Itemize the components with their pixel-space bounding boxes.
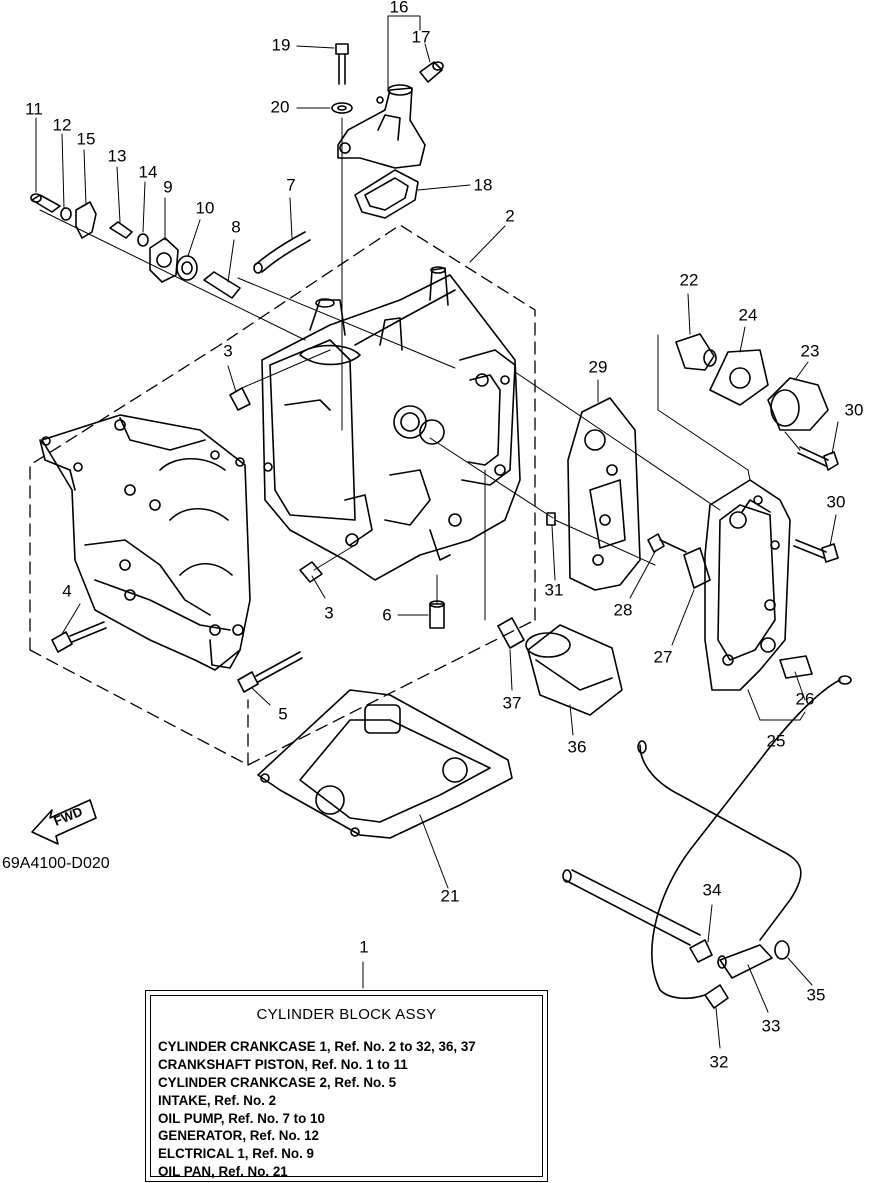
callout-7: 7 xyxy=(286,175,295,194)
gasket-24-part xyxy=(709,349,769,406)
bolt-30a-part xyxy=(797,446,839,471)
bolt-4-part xyxy=(51,621,107,653)
legend-lines: CYLINDER CRANKCASE 1, Ref. No. 2 to 32, … xyxy=(158,1038,476,1181)
legend-inner-frame: CYLINDER BLOCK ASSY CYLINDER CRANKCASE 1… xyxy=(150,995,543,1179)
callout-17: 17 xyxy=(412,27,431,46)
callout-25: 25 xyxy=(767,731,786,750)
callout-12: 12 xyxy=(53,115,72,134)
bolt-28-part xyxy=(647,533,687,553)
callout-9: 9 xyxy=(163,177,172,196)
bolt-5-part xyxy=(237,651,303,693)
legend-line: ELCTRICAL 1, Ref. No. 9 xyxy=(158,1146,314,1162)
dowel-3b-part xyxy=(299,561,323,583)
callout-3b: 3 xyxy=(324,603,333,622)
legend-line: GENERATOR, Ref. No. 12 xyxy=(158,1128,319,1144)
head-gasket-part xyxy=(567,397,641,591)
legend-line: CYLINDER CRANKCASE 2, Ref. No. 5 xyxy=(158,1074,397,1090)
washer-20-part xyxy=(331,102,353,114)
stud-37-part xyxy=(497,617,525,649)
callout-26: 26 xyxy=(796,689,815,708)
callout-2: 2 xyxy=(505,206,514,225)
leader-lines xyxy=(35,15,839,1049)
clip-35-part xyxy=(774,940,790,960)
pin-31-part xyxy=(546,512,556,526)
callout-30a: 30 xyxy=(845,400,864,419)
callout-32: 32 xyxy=(710,1052,729,1071)
anode-27-part xyxy=(683,547,711,589)
plug-17-part xyxy=(419,61,444,83)
legend-line: INTAKE, Ref. No. 2 xyxy=(158,1092,277,1108)
drawing-code: 69A4100-D020 xyxy=(2,855,110,872)
callout-33: 33 xyxy=(762,1016,781,1035)
crankcase-1-part xyxy=(261,266,521,581)
pin-8-part xyxy=(203,271,241,299)
callout-16: 16 xyxy=(390,0,409,16)
callout-35: 35 xyxy=(807,985,826,1004)
callout-13: 13 xyxy=(108,146,127,165)
callout-3a: 3 xyxy=(223,341,232,360)
callout-11: 11 xyxy=(25,99,43,118)
oil-pan-gasket-part xyxy=(257,689,513,839)
callout-8: 8 xyxy=(231,217,240,236)
cover-23-part xyxy=(767,377,829,431)
seal-10-part xyxy=(176,255,198,281)
parts-legend-box: CYLINDER BLOCK ASSY CYLINDER CRANKCASE 1… xyxy=(145,990,548,1182)
callout-22: 22 xyxy=(680,270,699,289)
callout-23: 23 xyxy=(801,341,820,360)
joint-33-part xyxy=(717,944,773,979)
sender-22-part xyxy=(675,333,717,371)
callout-4: 4 xyxy=(62,581,71,600)
bolt-13-part xyxy=(109,221,133,239)
crankcase-dashed-outline xyxy=(29,224,536,766)
alignment-lines xyxy=(39,117,801,621)
callout-20: 20 xyxy=(271,97,290,116)
dowel-3a-part xyxy=(229,387,251,411)
callout-18: 18 xyxy=(474,175,493,194)
washer-12-part xyxy=(60,207,72,221)
legend-line: OIL PUMP, Ref. No. 7 to 10 xyxy=(158,1110,325,1126)
legend-title: CYLINDER BLOCK ASSY xyxy=(256,1006,437,1023)
fitting-34-part xyxy=(689,939,713,963)
washer-14-part xyxy=(137,233,149,247)
callout-29: 29 xyxy=(589,357,608,376)
fitting-32-part xyxy=(704,984,729,1009)
callout-6: 6 xyxy=(382,605,391,624)
thermostat-gasket-part xyxy=(354,169,419,219)
callout-24: 24 xyxy=(739,305,758,324)
legend-line: OIL PAN, Ref. No. 21 xyxy=(158,1164,288,1180)
callout-14: 14 xyxy=(139,162,158,181)
bolt-11-part xyxy=(30,193,61,213)
hose-assembly-part xyxy=(562,675,852,1000)
callout-27: 27 xyxy=(654,647,673,666)
callout-labels: 1 2 3 3 4 5 6 7 8 9 10 11 12 13 14 15 16… xyxy=(25,0,863,1071)
fitting-6-part xyxy=(429,600,445,629)
bracket-15-part xyxy=(75,201,97,239)
oil-filter-36-part xyxy=(525,624,623,716)
callout-10: 10 xyxy=(196,198,215,217)
cylinder-head-part xyxy=(704,479,791,691)
callout-30b: 30 xyxy=(827,492,846,511)
bolt-30b-part xyxy=(793,539,839,563)
fwd-arrow-icon: FWD xyxy=(31,799,97,845)
callout-19: 19 xyxy=(272,35,291,54)
callout-36: 36 xyxy=(568,737,587,756)
callout-34: 34 xyxy=(703,880,722,899)
callout-28: 28 xyxy=(614,600,633,619)
legend-line: CRANKSHAFT PISTON, Ref. No. 1 to 11 xyxy=(158,1056,408,1072)
callout-31: 31 xyxy=(545,580,564,599)
fitting-26-part xyxy=(779,655,813,679)
hose-7-part xyxy=(253,231,311,274)
crankcase-2-part xyxy=(39,414,251,671)
legend-line: CYLINDER CRANKCASE 1, Ref. No. 2 to 32, … xyxy=(158,1039,476,1054)
callout-21: 21 xyxy=(441,886,460,905)
callout-15: 15 xyxy=(77,129,96,148)
callout-5: 5 xyxy=(278,704,287,723)
callout-1: 1 xyxy=(359,937,368,956)
thermostat-cover-part xyxy=(337,84,426,169)
bolt-19-part xyxy=(335,43,349,85)
callout-37: 37 xyxy=(503,693,522,712)
